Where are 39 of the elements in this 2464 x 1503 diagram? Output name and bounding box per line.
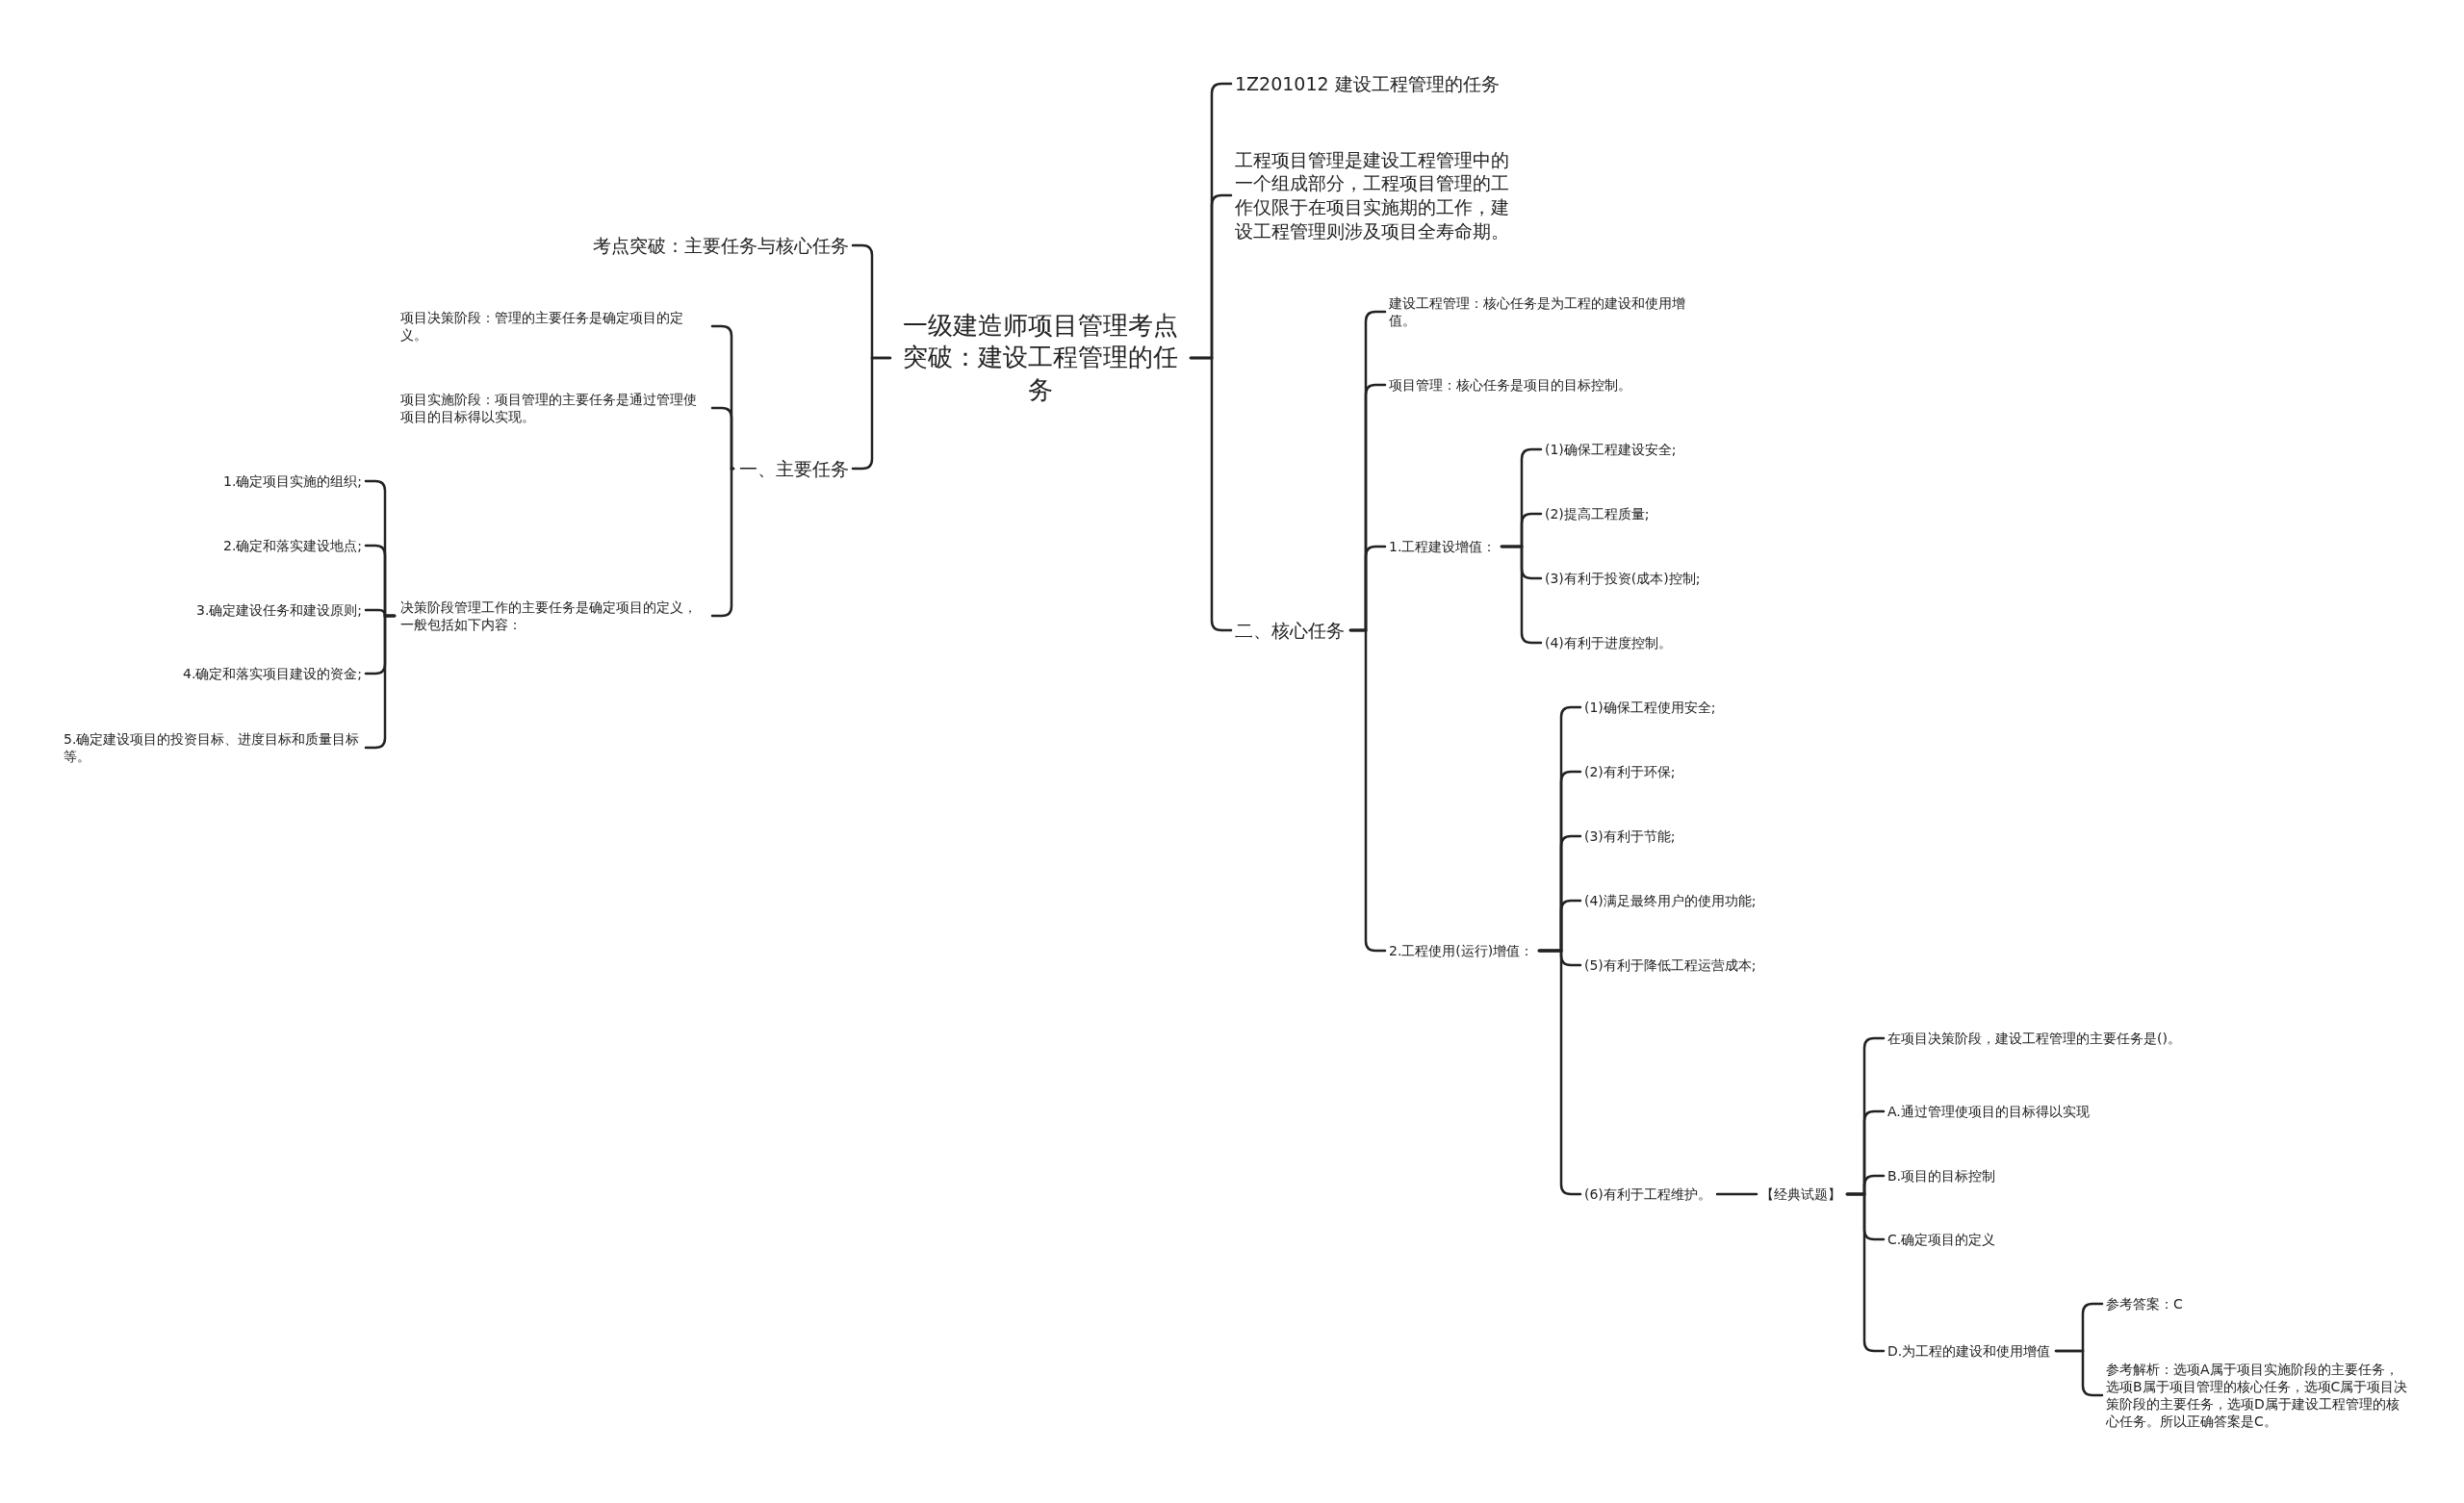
topic-text: 一、主要任务: [739, 454, 849, 483]
topic-text: (6)有利于工程维护。: [1584, 1184, 1711, 1206]
connector-line: [710, 406, 735, 471]
topic-text: C.确定项目的定义: [1887, 1229, 1996, 1251]
topic-text: B.项目的目标控制: [1887, 1165, 1996, 1187]
topic-text: 1.工程建设增值：: [1389, 536, 1497, 558]
topic-text: (3)有利于节能;: [1584, 826, 1676, 848]
topic-text: (4)满足最终用户的使用功能;: [1584, 890, 1757, 912]
topic-text: 参考答案：C: [2106, 1293, 2183, 1315]
topic-text: 建设工程管理：核心任务是为工程的建设和使用增值。: [1389, 293, 1692, 332]
topic-text: 工程项目管理是建设工程管理中的一个组成部分，工程项目管理的工作仅限于在项目实施期的工作，建设工程管理则涉及项目全寿命期。: [1235, 145, 1524, 245]
topic-text: (4)有利于进度控制。: [1545, 632, 1672, 654]
topic-text: 项目实施阶段：项目管理的主要任务是通过管理使项目的目标得以实现。: [400, 389, 708, 428]
topic-text: (1)确保工程建设安全;: [1545, 439, 1677, 461]
topic-text: A.通过管理使项目的目标得以实现: [1887, 1101, 2090, 1123]
topic-text: D.为工程的建设和使用增值: [1887, 1340, 2051, 1363]
topic-text: 决策阶段管理工作的主要任务是确定项目的定义，一般包括如下内容：: [400, 597, 708, 636]
topic-text: 【经典试题】: [1760, 1184, 1841, 1206]
topic-text: 3.确定建设任务和建设原则;: [196, 599, 363, 622]
topic-text: (2)提高工程质量;: [1545, 503, 1650, 525]
topic-text: 2.工程使用(运行)增值：: [1389, 940, 1534, 962]
topic-text: (1)确保工程使用安全;: [1584, 697, 1716, 719]
topic-text: 5.确定建设项目的投资目标、进度目标和质量目标等。: [64, 728, 362, 768]
topic-text: (2)有利于环保;: [1584, 761, 1676, 783]
topic-text: 考点突破：主要任务与核心任务: [593, 231, 849, 260]
topic-text: 项目管理：核心任务是项目的目标控制。: [1389, 374, 1631, 396]
topic-text: 1Z201012 建设工程管理的任务: [1235, 69, 1500, 98]
topic-text: 项目决策阶段：管理的主要任务是确定项目的定义。: [400, 307, 708, 346]
topic-text: 二、核心任务: [1235, 616, 1345, 645]
topic-text: 在项目决策阶段，建设工程管理的主要任务是()。: [1887, 1028, 2195, 1050]
connector-line: [2054, 1349, 2104, 1397]
topic-text: (3)有利于投资(成本)控制;: [1545, 568, 1701, 590]
topic-text: 2.确定和落实建设地点;: [223, 535, 363, 557]
topic-text: 参考解析：选项A属于项目实施阶段的主要任务，选项B属于项目管理的核心任务，选项C属于项目决策阶段的主要任务，选项D属于建设工程管理的核心任务。所以正确答案是C。: [2106, 1358, 2409, 1433]
connector-line: [1715, 1192, 1758, 1196]
topic-text: (5)有利于降低工程运营成本;: [1584, 955, 1757, 977]
topic-text: 4.确定和落实项目建设的资金;: [183, 663, 363, 685]
topic-text: 1.确定项目实施的组织;: [223, 471, 363, 493]
central-topic: 一级建造师项目管理考点突破：建设工程管理的任务: [896, 307, 1185, 409]
